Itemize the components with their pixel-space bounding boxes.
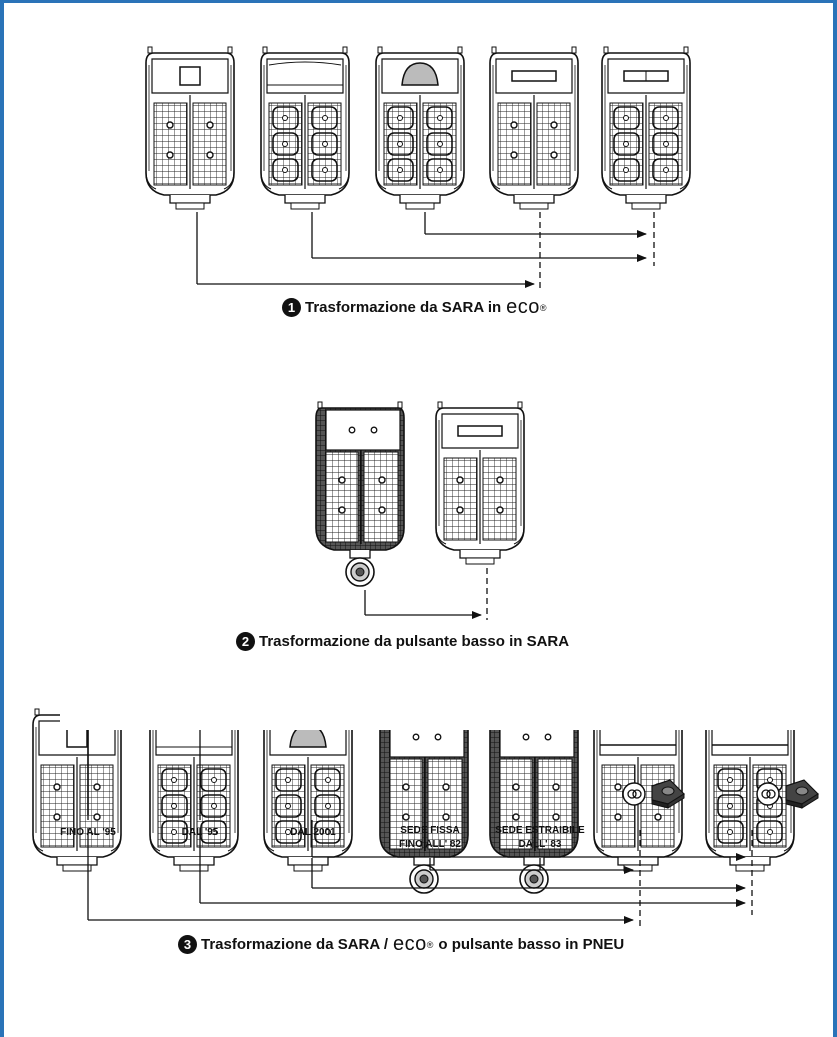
label-dal-2001: DAL 2001 (268, 826, 358, 840)
caption-1-registered-mark: ® (540, 303, 547, 313)
caption-1: 1 Trasformazione da SARA in eco ® (282, 296, 547, 319)
caption-2-text: Trasformazione da pulsante basso in SARA (259, 633, 569, 650)
caption-3-registered-mark: ® (427, 940, 434, 950)
caption-1-eco-logo: eco (506, 296, 540, 319)
caption-1-number: 1 (282, 298, 301, 317)
label-sede-estraibile-line1: SEDE ESTRAIBILE (485, 824, 595, 838)
caption-3-text-b: o pulsante basso in PNEU (438, 936, 624, 953)
label-dal-95: DAL '95 (155, 826, 245, 840)
caption-1-text: Trasformazione da SARA in (305, 299, 501, 316)
label-sede-fissa-line1: SEDE FISSA (380, 824, 480, 838)
caption-3-number: 3 (178, 935, 197, 954)
caption-2-number: 2 (236, 632, 255, 651)
label-sede-fissa: SEDE FISSA FINO ALL' 82 (380, 824, 480, 852)
label-sede-estraibile-line2: DALL' 83 (485, 838, 595, 852)
caption-2: 2 Trasformazione da pulsante basso in SA… (236, 632, 569, 651)
label-fino-95: FINO AL '95 (38, 826, 138, 840)
caption-3-text-a: Trasformazione da SARA / (201, 936, 388, 953)
label-sede-fissa-line2: FINO ALL' 82 (380, 838, 480, 852)
caption-3-eco-logo: eco (393, 933, 427, 956)
label-sede-estraibile: SEDE ESTRAIBILE DALL' 83 (485, 824, 595, 852)
caption-3: 3 Trasformazione da SARA / eco ® o pulsa… (178, 933, 624, 956)
